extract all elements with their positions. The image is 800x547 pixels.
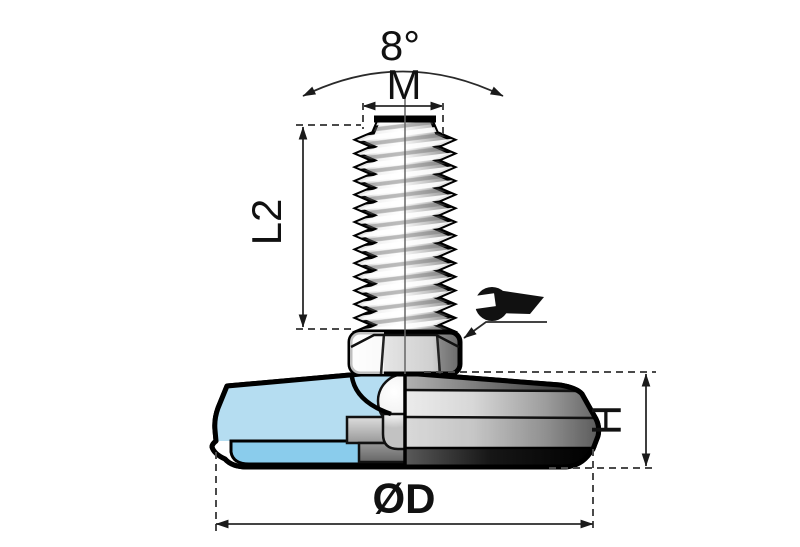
- angle-arc: [302, 70, 504, 97]
- metal-body-lower-shade: [405, 417, 597, 448]
- metal-band-line-lower: [404, 415, 598, 420]
- nut-facet-line-left: [379, 333, 386, 374]
- nut-facet-line-right: [435, 333, 442, 374]
- rubber-pad: [403, 446, 597, 468]
- height-dimension: H: [424, 371, 656, 469]
- diameter-dimension: ØD: [215, 449, 594, 533]
- stud-ball-end: [381, 412, 407, 451]
- socket-lip-edge: [349, 376, 392, 417]
- base-silhouette-overlay: [209, 368, 602, 470]
- thread-length-label: L2: [243, 199, 290, 246]
- height-label: H: [583, 405, 630, 435]
- angle-label: 8°: [380, 22, 420, 69]
- wrench-leader-arrow: [463, 321, 547, 339]
- metal-band-line-upper: [404, 388, 582, 393]
- wrench-icon: [468, 287, 544, 321]
- thread-size-label: M: [387, 61, 422, 108]
- diameter-label: ØD: [373, 475, 436, 522]
- nut-face-right-shade: [438, 332, 460, 374]
- thread-length-dimension: L2: [243, 124, 361, 330]
- angle-dimension: 8°: [302, 22, 504, 97]
- thread-size-dimension: M: [362, 61, 444, 136]
- base-foot: [209, 368, 602, 470]
- wrench-callout: [463, 287, 547, 339]
